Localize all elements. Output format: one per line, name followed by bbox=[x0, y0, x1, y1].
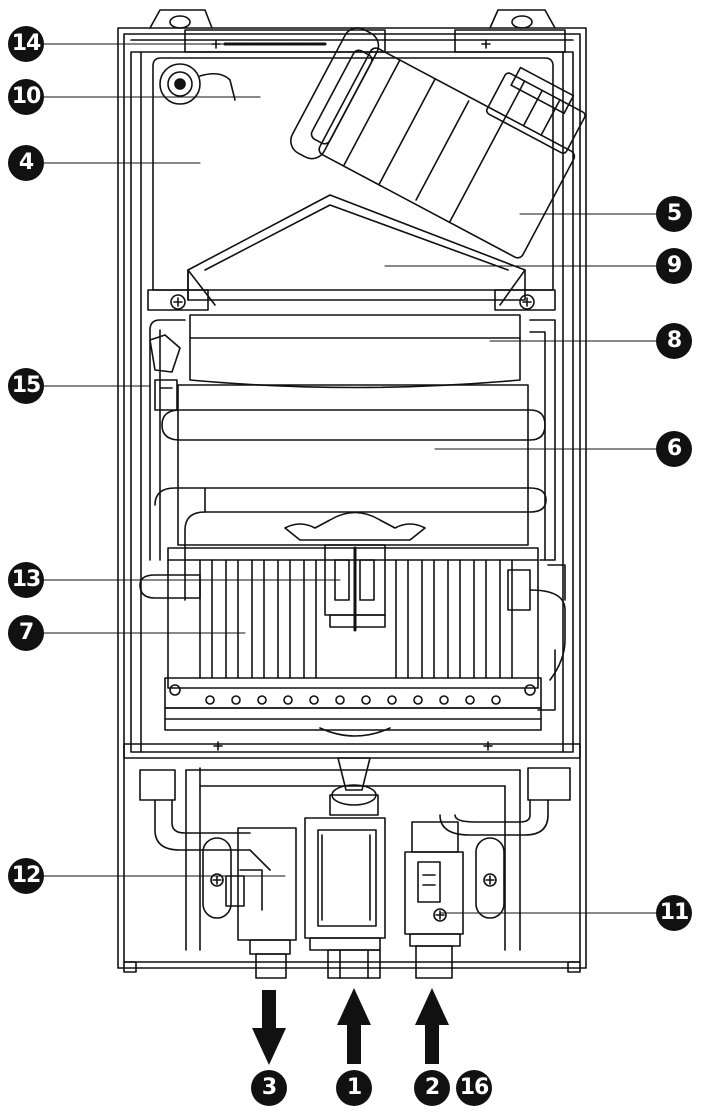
right-pipe bbox=[529, 319, 556, 561]
callout-11-label: 11 bbox=[659, 900, 690, 925]
water-valve bbox=[404, 821, 464, 979]
lower-pipework bbox=[139, 757, 571, 951]
callout-4: 4 bbox=[8, 145, 44, 181]
right-sensor bbox=[507, 564, 566, 711]
connection-2: 2 bbox=[414, 1070, 450, 1106]
callout-12: 12 bbox=[8, 858, 44, 894]
heat-exchanger bbox=[154, 314, 547, 601]
connection-16: 16 bbox=[456, 1070, 492, 1106]
burner-ramps bbox=[199, 559, 513, 679]
callout-11: 11 bbox=[656, 895, 692, 931]
callout-10-label: 10 bbox=[11, 84, 42, 109]
callout-8: 8 bbox=[656, 323, 692, 359]
fume-hood bbox=[147, 194, 556, 311]
overheat-thermostat bbox=[149, 319, 186, 561]
callout-7-label: 7 bbox=[18, 620, 34, 645]
fan bbox=[290, 27, 586, 259]
burner bbox=[139, 547, 542, 737]
callout-10: 10 bbox=[8, 79, 44, 115]
callout-9: 9 bbox=[656, 248, 692, 284]
callout-7: 7 bbox=[8, 615, 44, 651]
flow-arrow-out bbox=[252, 990, 286, 1065]
callout-15-label: 15 bbox=[11, 373, 42, 398]
combustion-chamber bbox=[152, 57, 554, 291]
leader-lines bbox=[43, 43, 657, 914]
connection-1: 1 bbox=[336, 1070, 372, 1106]
flow-switch bbox=[225, 827, 297, 979]
pump bbox=[304, 817, 386, 979]
callout-6: 6 bbox=[656, 431, 692, 467]
flow-arrow-in-1 bbox=[337, 988, 371, 1064]
callout-13: 13 bbox=[8, 562, 44, 598]
callout-5-label: 5 bbox=[666, 201, 682, 226]
connection-3: 3 bbox=[251, 1070, 287, 1106]
connection-1-label: 1 bbox=[346, 1075, 362, 1100]
callout-12-label: 12 bbox=[11, 863, 42, 888]
connection-2-label: 2 bbox=[424, 1075, 440, 1100]
ignition-electrode bbox=[324, 544, 386, 632]
callout-5: 5 bbox=[656, 196, 692, 232]
callout-4-label: 4 bbox=[18, 150, 34, 175]
callout-14: 14 bbox=[8, 26, 44, 62]
connection-16-label: 16 bbox=[459, 1075, 490, 1100]
flow-arrow-in-2 bbox=[415, 988, 449, 1064]
callout-14-label: 14 bbox=[11, 31, 42, 56]
connection-3-label: 3 bbox=[261, 1075, 277, 1100]
callout-6-label: 6 bbox=[666, 436, 682, 461]
burner-nozzles bbox=[205, 695, 501, 705]
callout-8-label: 8 bbox=[666, 328, 682, 353]
callout-13-label: 13 bbox=[11, 567, 42, 592]
casing bbox=[117, 9, 587, 973]
callout-9-label: 9 bbox=[666, 253, 682, 278]
callout-15: 15 bbox=[8, 368, 44, 404]
